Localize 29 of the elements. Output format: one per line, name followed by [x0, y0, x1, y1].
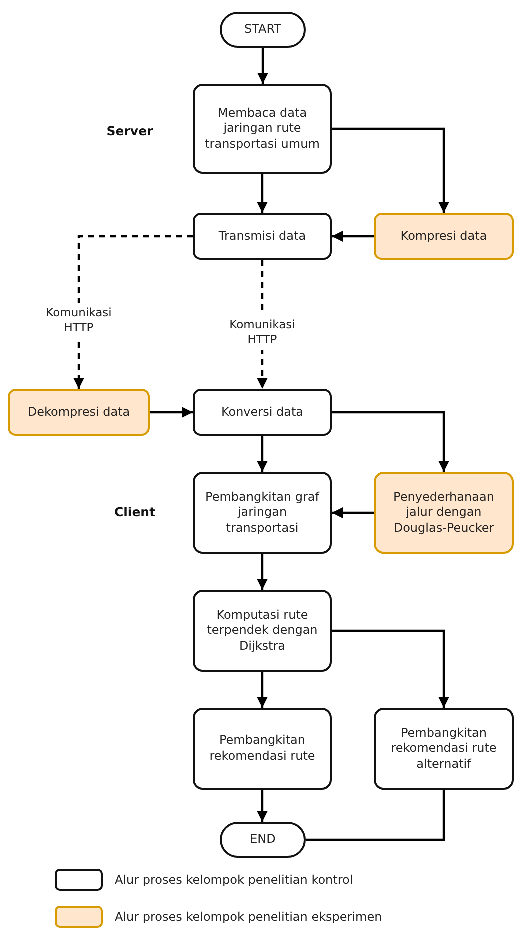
process-box: Penyederhanaan jalur dengan Douglas-Peucker	[374, 472, 514, 554]
process-box: Membaca data jaringan rute transportasi umum	[193, 84, 332, 174]
arrow	[257, 436, 268, 472]
process-box: END	[220, 822, 306, 858]
arrow	[332, 231, 374, 242]
process-box: START	[220, 12, 306, 48]
arrow	[257, 672, 268, 708]
arrow	[74, 235, 193, 389]
legend-text: Alur proses kelompok penelitian kontrol	[115, 873, 354, 887]
process-box: Pembangkitan rekomendasi rute alternatif	[374, 708, 514, 790]
process-box: Pembangkitan graf jaringan transportasi	[193, 472, 332, 554]
process-box: Dekompresi data	[8, 389, 150, 436]
section-label: Client	[114, 504, 156, 520]
arrow	[332, 630, 450, 708]
process-box: Komputasi rute terpendek dengan Dijkstra	[193, 590, 332, 672]
section-label: Server	[106, 124, 154, 138]
process-box: Kompresi data	[374, 213, 514, 260]
arrow	[150, 407, 193, 418]
arrow	[257, 554, 268, 590]
arrow	[332, 128, 450, 213]
legend-text: Alur proses kelompok penelitian eksperimen	[115, 910, 382, 924]
arrow	[257, 790, 268, 822]
arrow	[332, 508, 374, 518]
process-box: Pembangkitan rekomendasi rute	[193, 708, 332, 790]
process-box: Konversi data	[193, 389, 332, 436]
process-box: Transmisi data	[193, 213, 332, 260]
arrow	[257, 174, 268, 213]
arrow	[332, 411, 450, 472]
arrow	[258, 48, 268, 84]
